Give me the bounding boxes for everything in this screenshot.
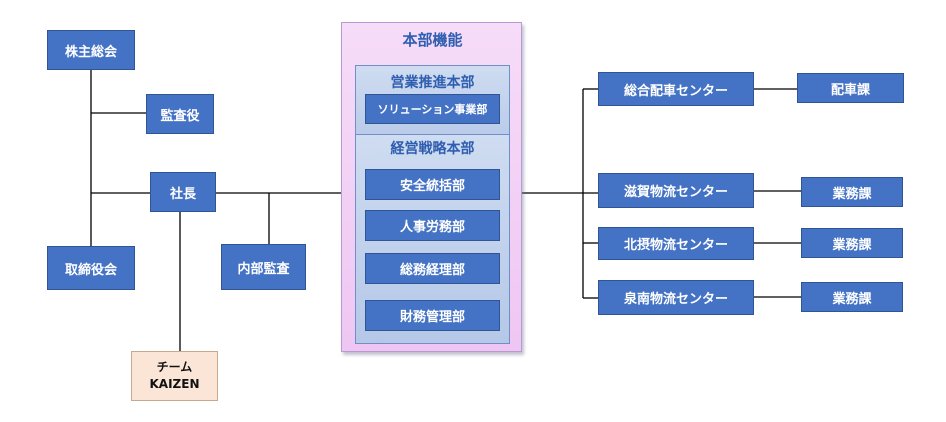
box-shareholders: 株主総会 <box>47 30 135 70</box>
box-auditor: 監査役 <box>146 94 214 134</box>
label-center-hokusetsu: 北摂物流センター <box>623 238 728 253</box>
box-team-kaizen: チーム KAIZEN <box>131 351 218 401</box>
panel-strategy-hq: 経営戦略本部 安全統括部 人事労務部 総務経理部 財務管理部 <box>355 134 510 344</box>
unit-finance: 財務管理部 <box>365 300 500 331</box>
label-internal-audit: 内部監査 <box>237 261 290 277</box>
label-center-dispatch: 総合配車センター <box>623 83 728 99</box>
label-unit-finance: 財務管理部 <box>399 310 465 325</box>
box-board: 取締役会 <box>47 246 135 290</box>
label-section-dispatch: 配車課 <box>830 82 870 98</box>
box-center-sennan: 泉南物流センター <box>598 280 754 315</box>
unit-general-affairs: 総務経理部 <box>365 253 500 284</box>
strategy-hq-title: 経営戦略本部 <box>390 141 475 157</box>
box-internal-audit: 内部監査 <box>221 244 306 290</box>
label-unit-hr: 人事労務部 <box>399 220 465 235</box>
sales-hq-title: 営業推進本部 <box>390 75 475 91</box>
team-line-2: KAIZEN <box>149 377 200 391</box>
label-unit-general-affairs: 総務経理部 <box>399 263 465 278</box>
label-president: 社長 <box>169 186 196 202</box>
label-shareholders: 株主総会 <box>64 44 117 60</box>
box-section-hokusetsu: 業務課 <box>801 228 903 258</box>
box-center-dispatch: 総合配車センター <box>598 72 754 106</box>
label-section-sennan: 業務課 <box>832 291 872 307</box>
label-unit-solution: ソリューション事業部 <box>377 103 488 116</box>
box-section-dispatch: 配車課 <box>797 73 904 103</box>
team-line-1: チーム <box>156 360 193 374</box>
hq-container: 本部機能 営業推進本部 ソリューション事業部 経営戦略本部 安全統括部 人事労務… <box>341 22 522 352</box>
unit-safety: 安全統括部 <box>365 169 500 200</box>
label-section-hokusetsu: 業務課 <box>832 237 872 253</box>
hq-title: 本部機能 <box>402 31 463 49</box>
label-center-shiga: 滋賀物流センター <box>623 185 728 200</box>
box-center-hokusetsu: 北摂物流センター <box>598 227 754 260</box>
label-auditor: 監査役 <box>160 108 200 124</box>
unit-solution: ソリューション事業部 <box>365 94 500 124</box>
panel-sales-hq: 営業推進本部 ソリューション事業部 <box>355 65 510 150</box>
box-section-sennan: 業務課 <box>801 282 903 312</box>
unit-hr: 人事労務部 <box>365 210 500 241</box>
label-section-shiga: 業務課 <box>832 186 872 202</box>
box-president: 社長 <box>150 172 216 212</box>
label-unit-safety: 安全統括部 <box>399 179 465 194</box>
box-section-shiga: 業務課 <box>801 177 903 207</box>
label-board: 取締役会 <box>64 262 117 278</box>
label-center-sennan: 泉南物流センター <box>623 292 728 307</box>
box-center-shiga: 滋賀物流センター <box>598 173 754 208</box>
